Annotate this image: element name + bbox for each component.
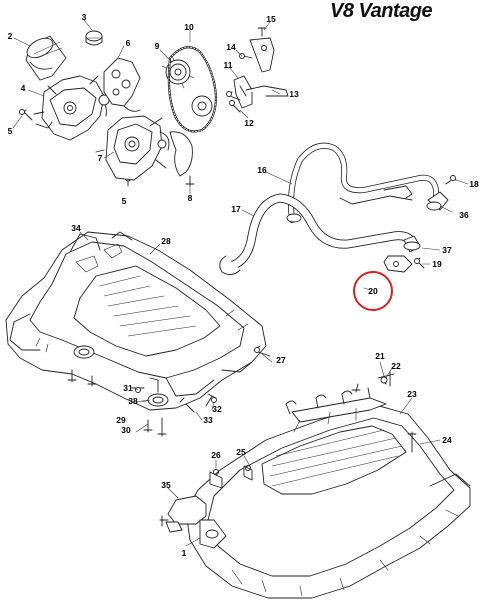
oil-sump xyxy=(159,371,471,599)
callout-26[interactable]: 26 xyxy=(211,450,221,460)
oil-filter xyxy=(25,35,67,81)
callout-23[interactable]: 23 xyxy=(407,389,417,399)
highlight-circle-20 xyxy=(353,271,393,311)
sprocket-9 xyxy=(161,55,195,89)
callout-30[interactable]: 30 xyxy=(121,425,131,435)
filter-cap xyxy=(85,30,103,46)
callout-2[interactable]: 2 xyxy=(7,31,13,41)
oil-pump-body xyxy=(95,115,170,181)
callout-21[interactable]: 21 xyxy=(375,351,385,361)
callout-7[interactable]: 7 xyxy=(97,153,103,163)
gasket-6 xyxy=(103,57,141,112)
model-title: V8 Vantage xyxy=(330,0,480,22)
model-title-number: V8 xyxy=(330,0,354,22)
callout-15[interactable]: 15 xyxy=(266,14,276,24)
oil-pump-housing xyxy=(33,75,110,141)
callout-13[interactable]: 13 xyxy=(289,89,299,99)
callout-38[interactable]: 38 xyxy=(128,396,138,406)
callout-8[interactable]: 8 xyxy=(187,193,193,203)
callout-16[interactable]: 16 xyxy=(257,165,267,175)
callout-36[interactable]: 36 xyxy=(459,210,469,220)
callout-12[interactable]: 12 xyxy=(244,118,254,128)
coolant-hoses xyxy=(219,142,457,275)
callout-4[interactable]: 4 xyxy=(20,83,26,93)
callout-29[interactable]: 29 xyxy=(116,415,126,425)
callout-6[interactable]: 6 xyxy=(125,38,131,48)
callout-5-lower[interactable]: 5 xyxy=(121,196,127,206)
callout-24[interactable]: 24 xyxy=(442,435,452,445)
leader-lines xyxy=(12,19,469,547)
engine-block xyxy=(5,231,271,437)
callout-25[interactable]: 25 xyxy=(236,447,246,457)
callout-32[interactable]: 32 xyxy=(212,404,222,414)
callout-14[interactable]: 14 xyxy=(226,42,236,52)
callout-19[interactable]: 19 xyxy=(432,259,442,269)
callout-31[interactable]: 31 xyxy=(123,383,133,393)
bracket-assembly xyxy=(226,27,289,113)
model-title-word: Vantage xyxy=(358,0,433,22)
callout-34[interactable]: 34 xyxy=(71,223,81,233)
seal-8 xyxy=(169,131,195,187)
callout-1[interactable]: 1 xyxy=(181,548,187,558)
callout-3[interactable]: 3 xyxy=(81,12,87,22)
callout-27[interactable]: 27 xyxy=(276,355,286,365)
callout-10[interactable]: 10 xyxy=(184,22,194,32)
drive-chain-10 xyxy=(167,46,218,133)
callout-9[interactable]: 9 xyxy=(154,41,160,51)
callout-22[interactable]: 22 xyxy=(391,361,401,371)
callout-35[interactable]: 35 xyxy=(161,480,171,490)
callout-37[interactable]: 37 xyxy=(442,245,452,255)
callout-5-upper[interactable]: 5 xyxy=(7,126,13,136)
callout-33[interactable]: 33 xyxy=(203,415,213,425)
callout-11[interactable]: 11 xyxy=(223,60,233,70)
callout-18[interactable]: 18 xyxy=(469,179,479,189)
callout-28[interactable]: 28 xyxy=(161,236,171,246)
callout-20[interactable]: 20 xyxy=(368,286,378,296)
callout-17[interactable]: 17 xyxy=(231,204,241,214)
